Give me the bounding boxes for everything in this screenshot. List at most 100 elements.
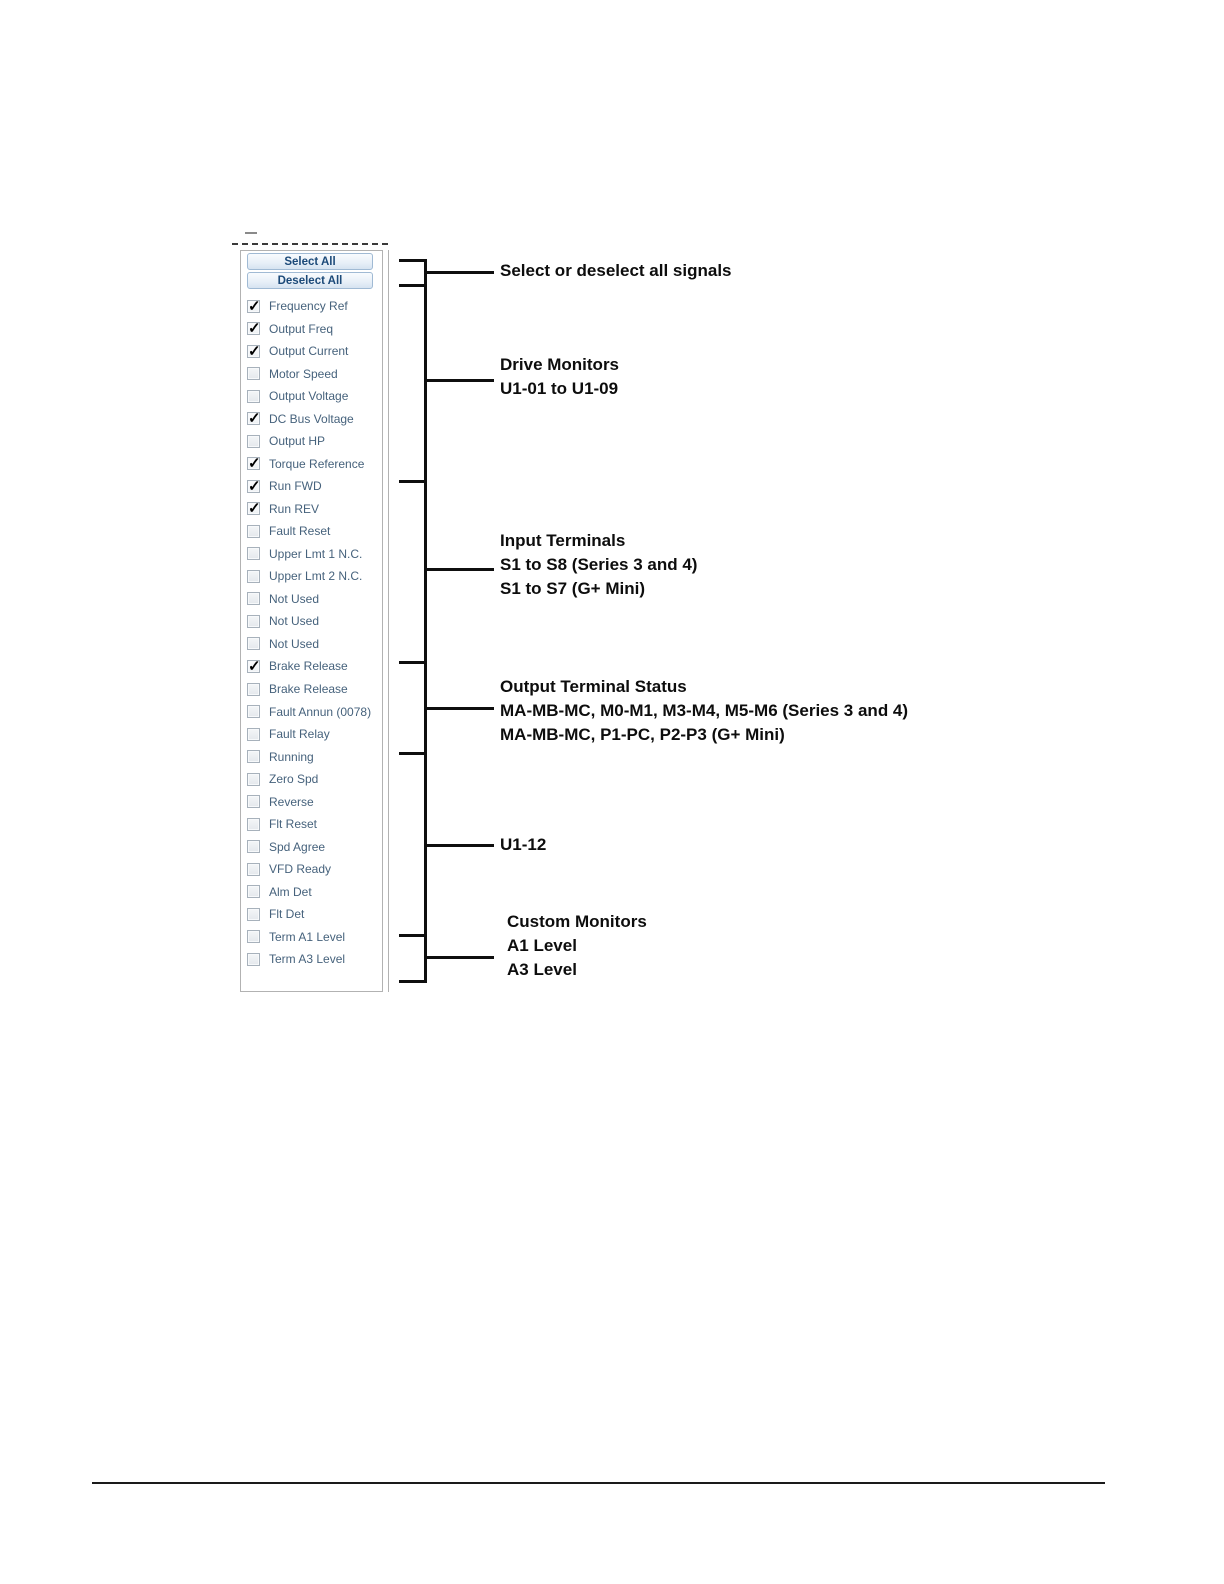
signal-label: Fault Annun (0078) [269,704,372,719]
page-footer-rule [92,1482,1105,1484]
checkbox-unchecked[interactable] [247,727,260,741]
checkbox-unchecked[interactable] [247,614,260,628]
checkbox-unchecked[interactable] [247,705,260,719]
signal-label: Brake Release [269,659,348,674]
checkbox-unchecked[interactable] [247,682,260,696]
signal-label: Flt Det [269,907,305,922]
signal-row[interactable]: Fault Relay [241,723,382,745]
checkbox-unchecked[interactable] [247,840,260,854]
callout-leader [424,271,494,274]
signal-label: Run FWD [269,479,322,494]
checkbox-unchecked[interactable] [247,885,260,899]
signal-label: DC Bus Voltage [269,411,354,426]
callout-tick [399,284,427,287]
annotation-line: U1-01 to U1-09 [500,379,619,398]
callout-tick [399,259,427,262]
checkbox-unchecked[interactable] [247,952,260,966]
signal-row[interactable]: ✓ DC Bus Voltage [241,408,382,430]
annotation-line: U1-12 [500,835,547,854]
select-all-button[interactable]: Select All [247,253,373,270]
signal-row[interactable]: ✓ Brake Release [241,655,382,677]
checkbox-checked[interactable]: ✓ [247,297,261,315]
signal-row[interactable]: Fault Annun (0078) [241,701,382,723]
signal-row[interactable]: Term A1 Level [241,926,382,948]
checkbox-unchecked[interactable] [247,569,260,583]
signal-row[interactable]: Alm Det [241,881,382,903]
checkbox-unchecked[interactable] [247,772,260,786]
checkbox-unchecked[interactable] [247,524,260,538]
signal-selection-panel: Select All Deselect All ✓ Frequency Ref ✓ O… [240,250,383,992]
checkbox-unchecked[interactable] [247,862,260,876]
signal-row[interactable]: Term A3 Level [241,948,382,970]
checkbox-unchecked[interactable] [247,637,260,651]
signal-row[interactable]: Flt Det [241,903,382,925]
signal-row[interactable]: ✓Run REV [241,498,382,520]
checkbox-checked[interactable]: ✓ [247,410,261,428]
signal-label: Output HP [269,434,326,449]
checkbox-checked[interactable]: ✓ [247,657,261,675]
signal-row[interactable]: Output HP [241,430,382,452]
checkbox-unchecked[interactable] [247,434,260,448]
signal-row[interactable]: Not Used [241,633,382,655]
deselect-all-button[interactable]: Deselect All [247,272,373,289]
signal-label: Not Used [269,614,320,629]
checkbox-unchecked[interactable] [247,367,260,381]
signal-row[interactable]: VFD Ready [241,858,382,880]
signal-label: Reverse [269,794,314,809]
checkbox-checked[interactable]: ✓ [247,342,261,360]
signal-row[interactable]: Not Used [241,610,382,632]
signal-row[interactable]: ✓ Run FWD [241,475,382,497]
signal-label: Output Voltage [269,389,349,404]
signal-label: Output Freq [269,321,334,336]
checkbox-unchecked[interactable] [247,547,260,561]
signal-row[interactable]: Upper Lmt 2 N.C. [241,565,382,587]
checkbox-unchecked[interactable] [247,795,260,809]
signal-row[interactable]: Output Voltage [241,385,382,407]
selection-dash-artifact [245,232,257,234]
checkbox-checked[interactable]: ✓ [247,500,261,518]
annotation-line: MA-MB-MC, P1-PC, P2-P3 (G+ Mini) [500,725,785,744]
checkbox-unchecked[interactable] [247,930,260,944]
signal-label: Fault Relay [269,727,330,742]
signal-row[interactable]: Zero Spd [241,768,382,790]
checkbox-unchecked[interactable] [247,750,260,764]
annotation-select-deselect: Select or deselect all signals [500,259,732,283]
signal-row[interactable]: Spd Agree [241,836,382,858]
signal-row[interactable]: ✓Torque Reference [241,453,382,475]
checkbox-unchecked[interactable] [247,592,260,606]
signal-row[interactable]: ✓ Output Freq [241,318,382,340]
signal-row[interactable]: Flt Reset [241,813,382,835]
signal-row[interactable]: Brake Release [241,678,382,700]
signal-label: Not Used [269,636,320,651]
signal-label: VFD Ready [269,862,332,877]
signal-label: Running [269,749,314,764]
annotation-line: S1 to S8 (Series 3 and 4) [500,555,698,574]
signal-row[interactable]: Motor Speed [241,363,382,385]
checkbox-checked[interactable]: ✓ [247,320,261,338]
signal-label: Term A3 Level [269,952,346,967]
panel-outer-border [388,250,389,992]
signal-row[interactable]: Fault Reset [241,520,382,542]
signal-label: Not Used [269,591,320,606]
callout-tick [399,980,427,983]
checkbox-checked[interactable]: ✓ [247,477,261,495]
annotation-line: A3 Level [507,960,577,979]
signal-row[interactable]: Reverse [241,791,382,813]
annotation-line: Output Terminal Status [500,677,687,696]
signal-label: Output Current [269,344,349,359]
annotation-line: Input Terminals [500,531,626,550]
signal-row[interactable]: ✓ Output Current [241,340,382,362]
signal-row[interactable]: Running [241,746,382,768]
signal-row[interactable]: Upper Lmt 1 N.C. [241,543,382,565]
signal-label: Frequency Ref [269,299,348,313]
signal-label: Motor Speed [269,366,338,381]
signal-label: Alm Det [269,884,312,899]
signal-row[interactable]: Not Used [241,588,382,610]
checkbox-unchecked[interactable] [247,817,260,831]
checkbox-unchecked[interactable] [247,389,260,403]
signal-row[interactable]: ✓ Frequency Ref [241,295,382,317]
checkbox-unchecked[interactable] [247,907,260,921]
signal-label: Upper Lmt 1 N.C. [269,546,363,561]
checkbox-checked[interactable]: ✓ [247,455,261,473]
